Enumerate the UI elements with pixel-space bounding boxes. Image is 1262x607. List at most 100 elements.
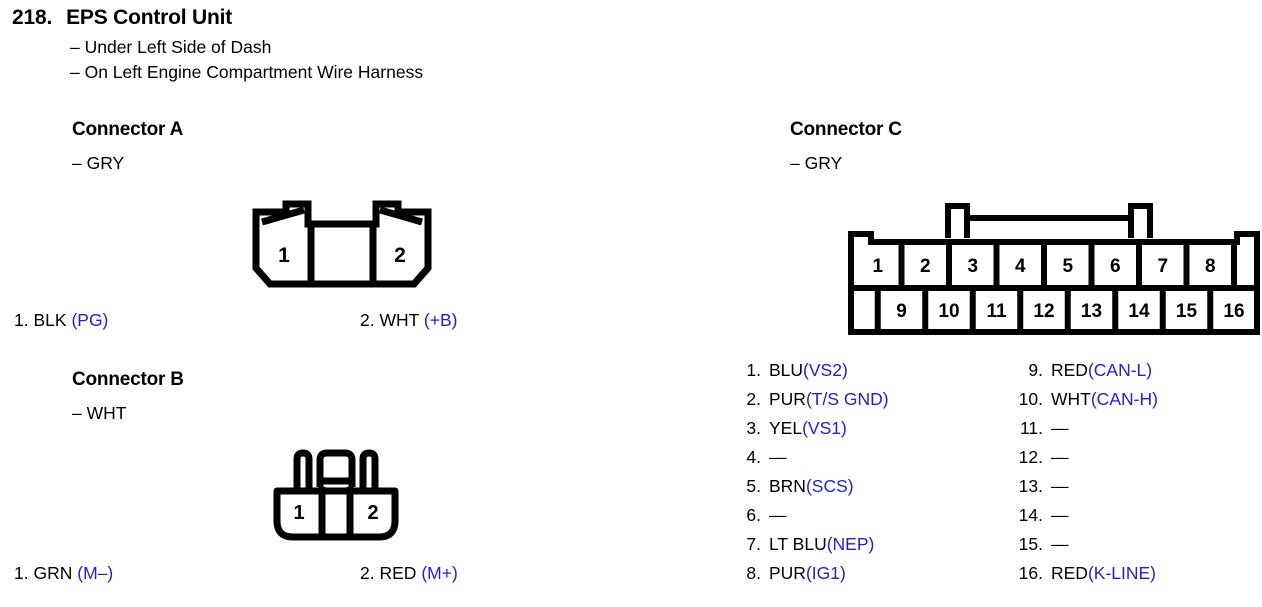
pin-signal: (+B) bbox=[423, 310, 458, 330]
pin-signal: (PG) bbox=[71, 310, 109, 330]
pin-number: 2. bbox=[360, 563, 375, 583]
pin-signal: (M+) bbox=[421, 563, 458, 583]
pin-row: 3. YEL (VS1) bbox=[733, 418, 889, 447]
pin-signal: (VS1) bbox=[802, 418, 847, 438]
connector-c-heading: Connector C bbox=[790, 119, 902, 140]
connector-c-cell-12: 12 bbox=[1033, 301, 1054, 322]
connector-c-cell-10: 10 bbox=[938, 301, 959, 322]
pin-signal: (IG1) bbox=[805, 563, 846, 583]
pin-number: 4. bbox=[746, 447, 761, 467]
pin-wire: BLK bbox=[33, 310, 67, 330]
location-line: – On Left Engine Compartment Wire Harnes… bbox=[70, 62, 424, 82]
pin-number: 2. bbox=[746, 389, 761, 409]
pin-signal: (VS2) bbox=[803, 360, 848, 380]
connector-a-cell-1: 1 bbox=[278, 244, 290, 267]
pin-signal: (NEP) bbox=[826, 534, 875, 554]
connector-c-cell-9: 9 bbox=[896, 301, 907, 322]
connector-c-cell-7: 7 bbox=[1157, 256, 1168, 277]
connector-b-cell-1: 1 bbox=[293, 502, 304, 524]
pin-number: 9. bbox=[1028, 360, 1043, 380]
pin-row: 15. — bbox=[1015, 534, 1158, 563]
connector-c-housing: 1 2 3 4 5 6 7 8 9 10 11 12 13 14 15 16 bbox=[845, 198, 1262, 338]
pin-row: 7. LT BLU (NEP) bbox=[733, 534, 889, 563]
pin-number: 16. bbox=[1018, 563, 1043, 583]
pin-wire: — bbox=[1051, 447, 1069, 467]
pin-number: 8. bbox=[746, 563, 761, 583]
connector-b-heading: Connector B bbox=[72, 369, 184, 390]
pin-number: 15. bbox=[1018, 534, 1043, 554]
connector-c-cell-3: 3 bbox=[967, 256, 978, 277]
pin-wire: — bbox=[1051, 476, 1069, 496]
connector-c-cell-16: 16 bbox=[1223, 301, 1244, 322]
pin-signal: (T/S GND) bbox=[805, 389, 889, 409]
pin-row: 10. WHT (CAN-H) bbox=[1015, 389, 1158, 418]
pin-signal: (CAN-L) bbox=[1087, 360, 1153, 380]
pin-signal: (SCS) bbox=[805, 476, 854, 496]
pin-row: 1. BLU (VS2) bbox=[733, 360, 889, 389]
connector-b-cell-2: 2 bbox=[367, 502, 378, 524]
pin-signal: (M–) bbox=[77, 563, 114, 583]
title-row: 218. EPS Control Unit bbox=[12, 6, 423, 30]
pin-wire: PUR bbox=[769, 563, 806, 583]
connector-b-pin-2: 2. RED (M+) bbox=[360, 563, 458, 584]
pin-row: 13. — bbox=[1015, 476, 1158, 505]
pin-number: 14. bbox=[1018, 505, 1043, 525]
pin-wire: — bbox=[1051, 418, 1069, 438]
pin-row: 4. — bbox=[733, 447, 889, 476]
connector-c-pinlist-left: 1. BLU (VS2) 2. PUR (T/S GND) 3. YEL (VS… bbox=[733, 360, 889, 592]
connector-c-cell-8: 8 bbox=[1205, 256, 1216, 277]
connector-c-color: – GRY bbox=[790, 153, 843, 173]
pin-number: 1. bbox=[746, 360, 761, 380]
connector-a-heading: Connector A bbox=[72, 119, 184, 140]
page-title: EPS Control Unit bbox=[66, 6, 233, 29]
pin-number: 1. bbox=[14, 310, 29, 330]
pin-row: 12. — bbox=[1015, 447, 1158, 476]
pin-number: 5. bbox=[746, 476, 761, 496]
connector-b-pin-1: 1. GRN (M–) bbox=[14, 563, 113, 584]
pin-number: 12. bbox=[1018, 447, 1043, 467]
pin-number: 10. bbox=[1018, 389, 1043, 409]
pin-number: 3. bbox=[746, 418, 761, 438]
pin-wire: WHT bbox=[1051, 389, 1091, 409]
pin-row: 8. PUR (IG1) bbox=[733, 563, 889, 592]
connector-c-cell-1: 1 bbox=[872, 256, 883, 277]
pin-wire: — bbox=[769, 505, 787, 525]
connector-c-cell-14: 14 bbox=[1128, 301, 1150, 322]
connector-c-cell-6: 6 bbox=[1110, 256, 1121, 277]
pin-wire: — bbox=[769, 447, 787, 467]
connector-a-housing: 1 2 bbox=[252, 198, 432, 288]
pin-row: 2. PUR (T/S GND) bbox=[733, 389, 889, 418]
pin-signal: (CAN-H) bbox=[1090, 389, 1158, 409]
pin-wire: LT BLU bbox=[769, 534, 827, 554]
pin-number: 7. bbox=[746, 534, 761, 554]
pin-wire: RED bbox=[1051, 563, 1088, 583]
connector-a-color: – GRY bbox=[72, 153, 125, 173]
pin-wire: BRN bbox=[769, 476, 806, 496]
pin-wire: RED bbox=[379, 563, 417, 583]
connector-c-cell-5: 5 bbox=[1062, 256, 1073, 277]
pin-row: 16. RED (K-LINE) bbox=[1015, 563, 1158, 592]
pin-row: 14. — bbox=[1015, 505, 1158, 534]
pin-row: 9. RED (CAN-L) bbox=[1015, 360, 1158, 389]
entry-number: 218. bbox=[12, 6, 53, 29]
pin-wire: YEL bbox=[769, 418, 803, 438]
connector-c-pinlist-right: 9. RED (CAN-L) 10. WHT (CAN-H) 11. — 12.… bbox=[1015, 360, 1158, 592]
connector-a-cell-2: 2 bbox=[394, 244, 406, 267]
pin-number: 11. bbox=[1019, 418, 1043, 438]
pin-wire: RED bbox=[1051, 360, 1088, 380]
connector-b-color: – WHT bbox=[72, 403, 127, 423]
pin-row: 5. BRN (SCS) bbox=[733, 476, 889, 505]
pin-row: 11. — bbox=[1015, 418, 1158, 447]
connector-c-cell-2: 2 bbox=[920, 256, 931, 277]
connector-c-cell-13: 13 bbox=[1081, 301, 1102, 322]
pin-wire: WHT bbox=[379, 310, 420, 330]
connector-c-cell-4: 4 bbox=[1015, 256, 1026, 277]
connector-a-pin-1: 1. BLK (PG) bbox=[14, 310, 108, 331]
pin-wire: — bbox=[1051, 505, 1069, 525]
pin-number: 13. bbox=[1018, 476, 1043, 496]
location-list: – Under Left Side of Dash – On Left Engi… bbox=[70, 35, 423, 85]
page-header: 218. EPS Control Unit – Under Left Side … bbox=[12, 6, 423, 85]
pin-wire: — bbox=[1051, 534, 1069, 554]
pin-wire: BLU bbox=[769, 360, 804, 380]
